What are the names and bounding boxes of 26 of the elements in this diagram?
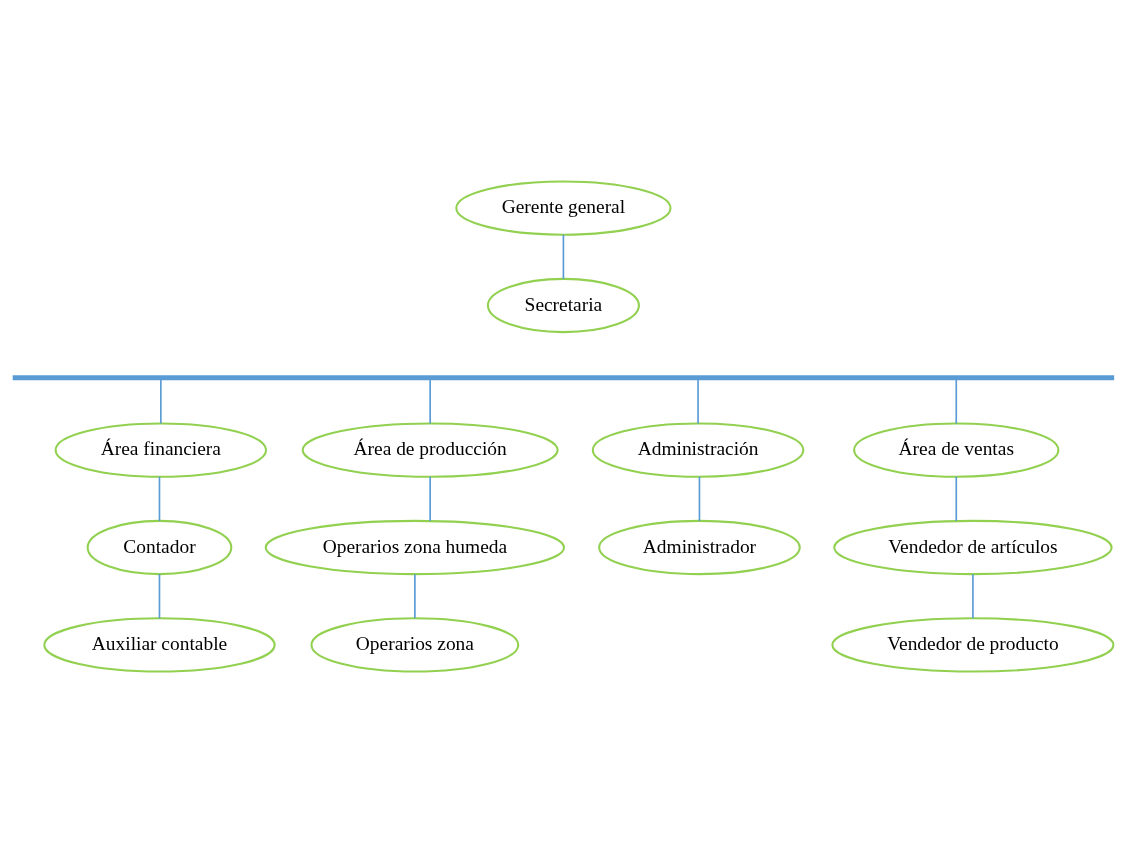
node-ellipse: Administrador: [598, 519, 801, 575]
node-ellipse: Vendedor de producto: [831, 616, 1115, 673]
connector: [160, 378, 162, 424]
node-ellipse: Auxiliar contable: [43, 616, 276, 673]
connector: [955, 378, 958, 424]
connector: [429, 378, 431, 424]
connector: [429, 475, 431, 522]
node-ellipse: Secretaria: [486, 277, 640, 333]
connector: [158, 572, 161, 619]
node-ellipse: Área de producción: [301, 421, 559, 478]
connector: [414, 572, 416, 619]
node-ellipse: Operarios zona: [310, 616, 520, 673]
node-ellipse: Vendedor de artículos: [833, 519, 1113, 575]
node-ellipse: Administración: [591, 421, 805, 478]
node-ellipse: Área de ventas: [853, 421, 1060, 478]
connector: [158, 475, 161, 522]
connector: [698, 475, 701, 522]
connector: [972, 572, 974, 619]
node-ellipse: Operarios zona humeda: [264, 519, 566, 575]
node-ellipse: Área financiera: [54, 421, 268, 478]
connector: [955, 475, 958, 522]
node-ellipse: Gerente general: [455, 179, 672, 236]
node-ellipse: Contador: [86, 519, 233, 575]
connector: [697, 378, 699, 424]
connector: [562, 233, 565, 280]
node-bar: [12, 374, 1115, 380]
